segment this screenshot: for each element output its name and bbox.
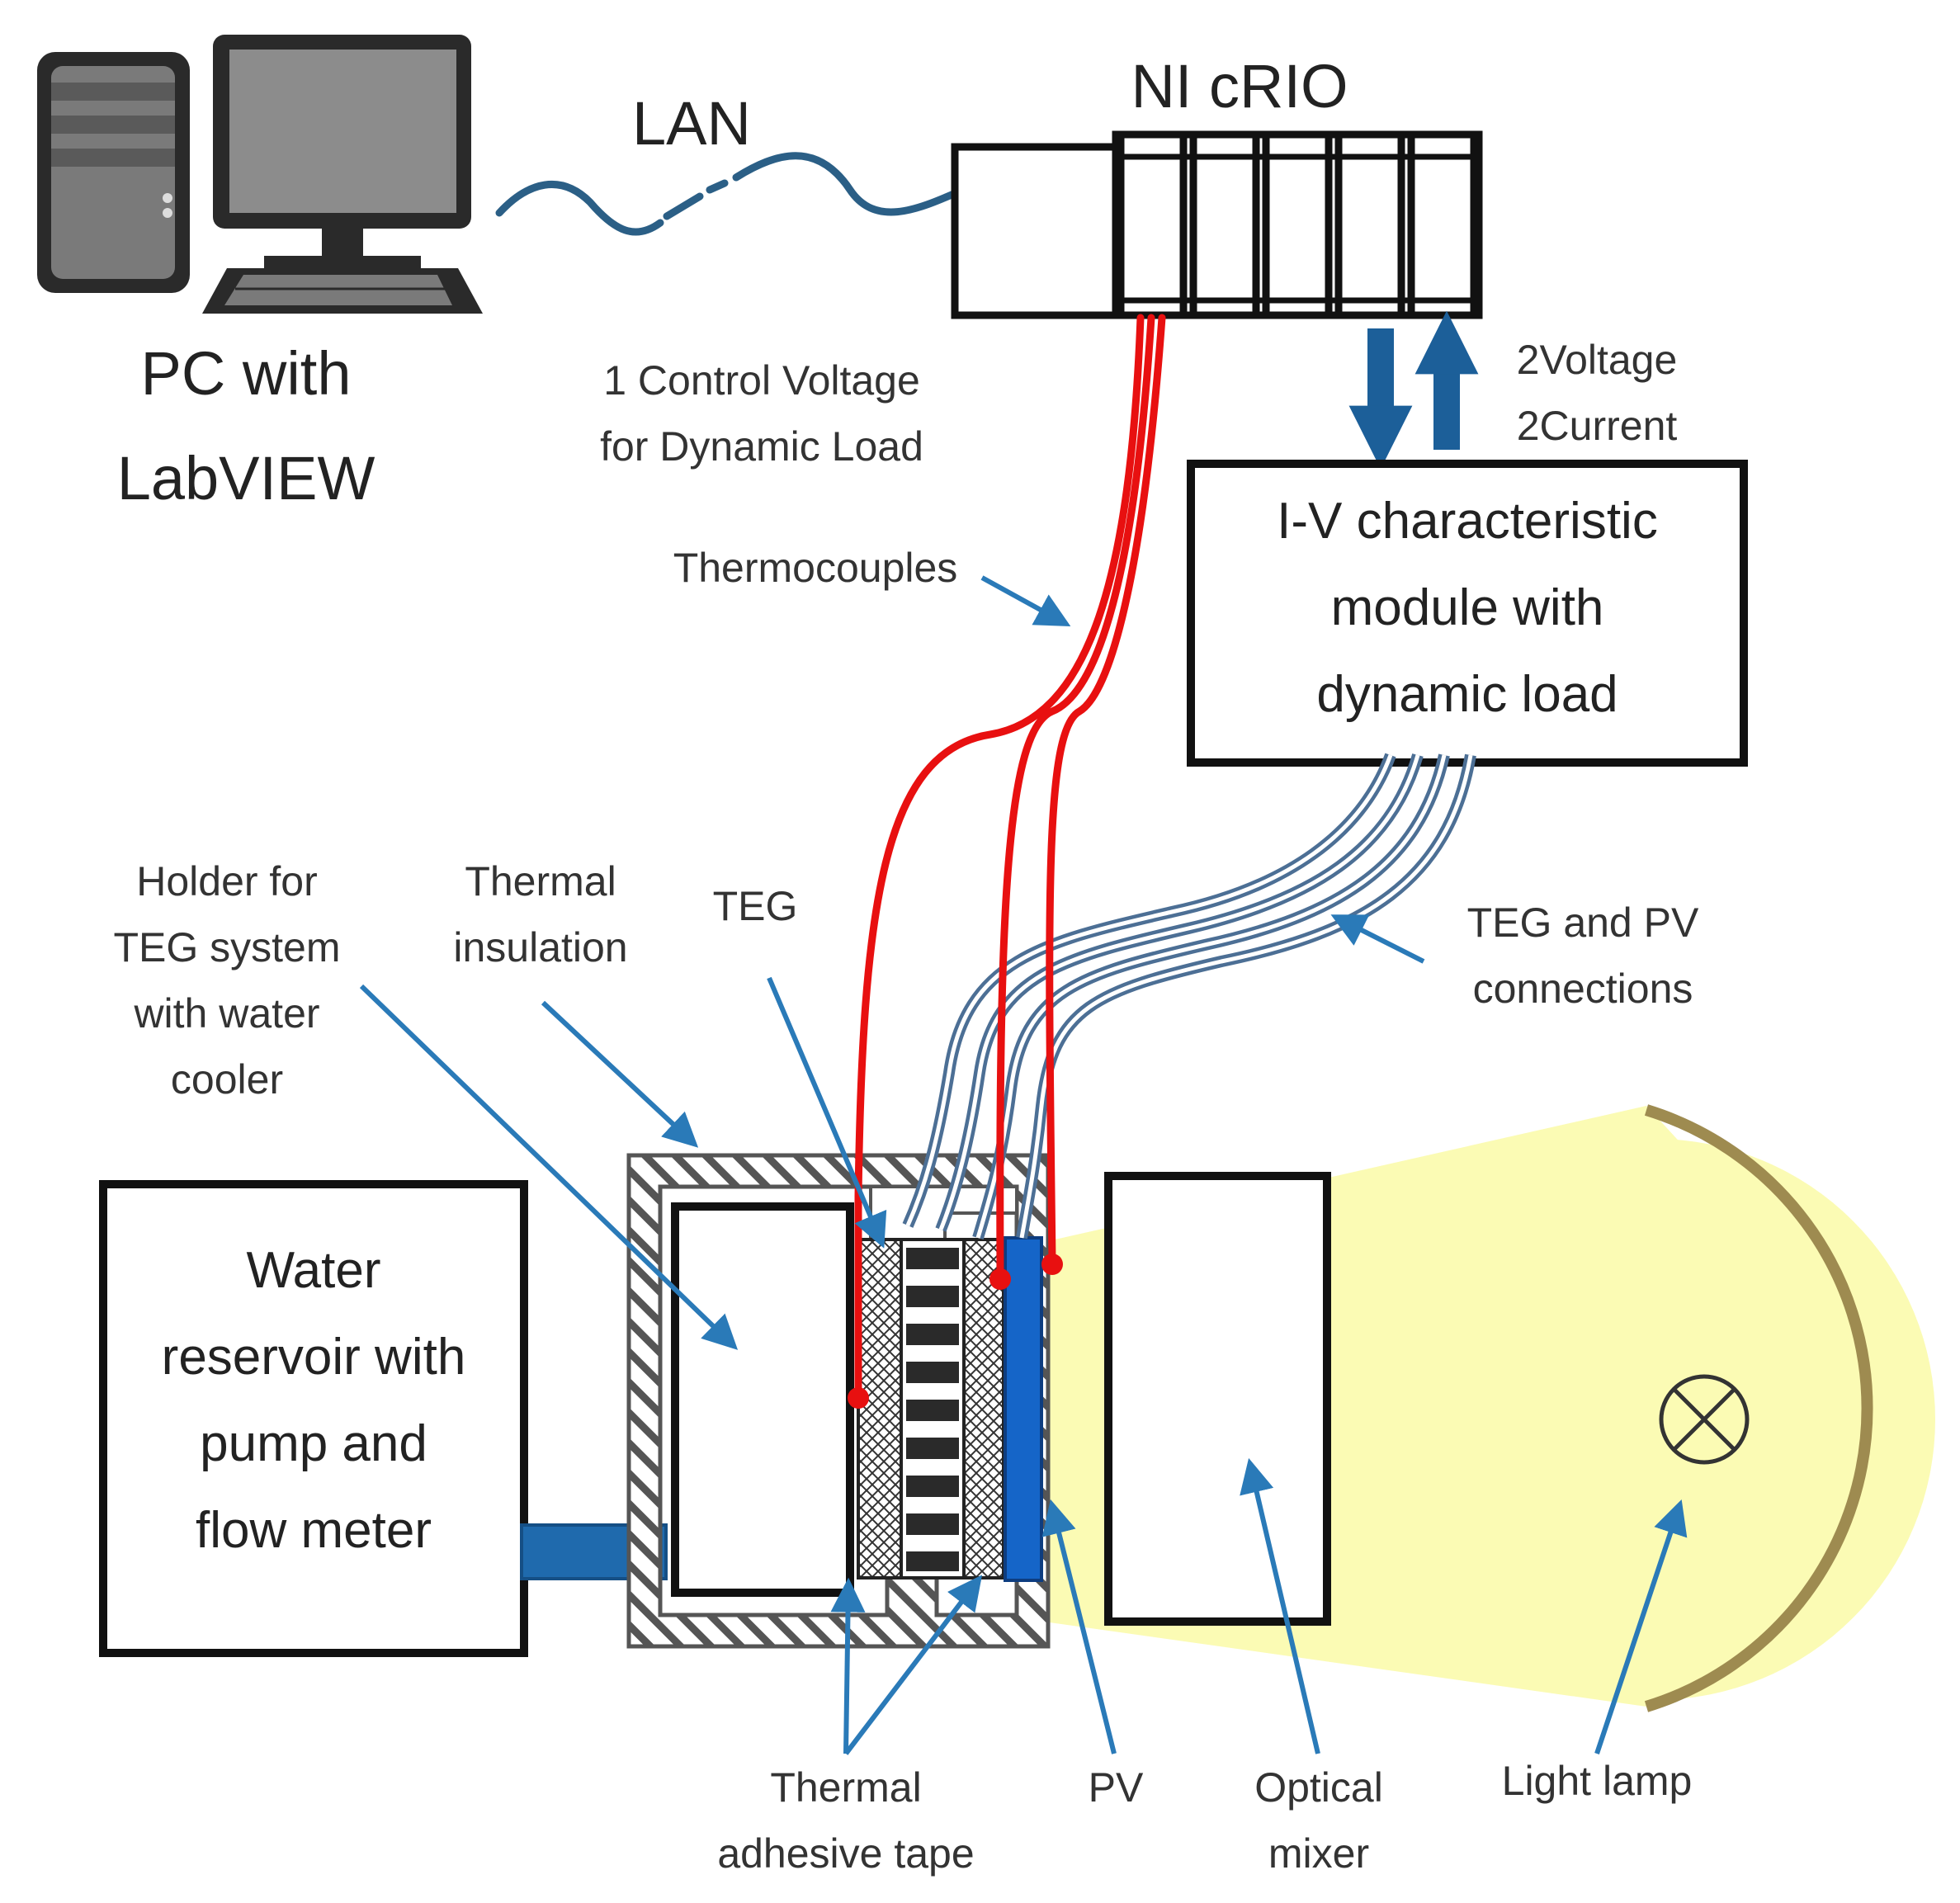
teg-pv-label-line2: connections <box>1473 966 1693 1012</box>
insulation-label-line1: Thermal <box>465 858 616 904</box>
water-reservoir-box <box>99 1180 528 1657</box>
teg-leg <box>906 1286 959 1307</box>
thermocouple-wires <box>854 314 1166 1399</box>
optical-mixer-box <box>1104 1172 1331 1626</box>
lan-label: LAN <box>632 89 751 158</box>
teg-leg <box>906 1513 959 1535</box>
thermal-tape-left <box>857 1238 903 1580</box>
iv-module-label-line2: module with <box>1331 579 1604 636</box>
holder-label-line4: cooler <box>171 1056 283 1103</box>
lamp-label: Light lamp <box>1502 1758 1693 1804</box>
insulation-label-line2: insulation <box>453 924 627 970</box>
teg-leg <box>906 1324 959 1345</box>
thermocouples-label: Thermocouples <box>673 545 958 591</box>
water-reservoir-label-line1: Water <box>246 1242 380 1299</box>
pc-label-line1: PC with <box>141 339 352 408</box>
mixer-callout-arrow <box>1240 1457 1320 1754</box>
holder-callout-arrow <box>359 984 739 1350</box>
lamp-bulb-icon <box>1659 1374 1750 1465</box>
water-reservoir-label-line2: reservoir with <box>162 1329 466 1386</box>
pc-computer <box>37 35 483 314</box>
pc-monitor <box>213 35 471 271</box>
pv-label: PV <box>1089 1764 1144 1811</box>
teg-leg <box>906 1400 959 1421</box>
crio-module-slot <box>1334 130 1405 319</box>
crio-module-slot <box>1189 130 1260 319</box>
tape-callout-arrow-left <box>830 1577 866 1754</box>
iv-module-box <box>1187 460 1748 767</box>
insulation-callout-arrow <box>541 1000 699 1148</box>
iv-module-label-line1: I-V characteristic <box>1277 493 1658 550</box>
crio-label: NI cRIO <box>1131 52 1348 120</box>
teg-leg <box>906 1248 959 1269</box>
holder-label-line1: Holder for <box>136 858 318 904</box>
ni-crio-chassis <box>951 130 1483 319</box>
mixer-label-line1: Optical <box>1254 1764 1383 1811</box>
lamp-reflector <box>1644 1104 1873 1712</box>
thermal-tape-right <box>962 1238 1005 1580</box>
tape-label-line1: Thermal <box>770 1764 921 1811</box>
water-reservoir-label-line3: pump and <box>200 1415 427 1472</box>
holder-label-line3: with water <box>133 990 319 1036</box>
pc-keyboard <box>202 268 483 314</box>
mixer-label-line2: mixer <box>1268 1830 1369 1877</box>
tape-label-line2: adhesive tape <box>717 1830 974 1877</box>
iv-module-label-line3: dynamic load <box>1316 666 1618 723</box>
pv-callout-arrow <box>1041 1499 1117 1754</box>
teg-pv-label-line1: TEG and PV <box>1467 900 1699 946</box>
crio-module-slot <box>1262 130 1333 319</box>
current-label: 2Current <box>1517 403 1678 449</box>
voltage-label: 2Voltage <box>1517 337 1678 383</box>
teg-callout-arrow <box>767 976 887 1249</box>
thermocouple-junction <box>989 1268 1011 1290</box>
thermocouple-junction <box>1041 1254 1063 1275</box>
control-voltage-label-line1: 1 Control Voltage <box>603 357 920 404</box>
tape-callout-arrow-right <box>843 1575 983 1755</box>
control-voltage-label-line2: for Dynamic Load <box>600 423 923 470</box>
teg-pv-callout-arrow <box>1330 914 1425 964</box>
thermocouple-junction <box>848 1387 869 1409</box>
pv-cell <box>1004 1236 1043 1582</box>
lan-cable <box>495 152 961 236</box>
teg-leg <box>906 1362 959 1383</box>
water-reservoir-label-line4: flow meter <box>196 1502 432 1559</box>
lamp-callout-arrow <box>1594 1499 1688 1754</box>
water-cooler-block <box>671 1202 854 1597</box>
teg-leg <box>906 1476 959 1497</box>
light-beam-head <box>1374 1139 1935 1700</box>
pc-tower <box>37 52 190 293</box>
teg-label: TEG <box>713 883 798 929</box>
thermocouples-callout-arrow <box>980 575 1071 627</box>
teg-leg <box>906 1438 959 1459</box>
teg-module <box>857 1238 1005 1580</box>
holder-label-line2: TEG system <box>113 924 340 970</box>
teg-leg <box>906 1551 959 1571</box>
pc-label-line2: LabVIEW <box>117 444 375 512</box>
